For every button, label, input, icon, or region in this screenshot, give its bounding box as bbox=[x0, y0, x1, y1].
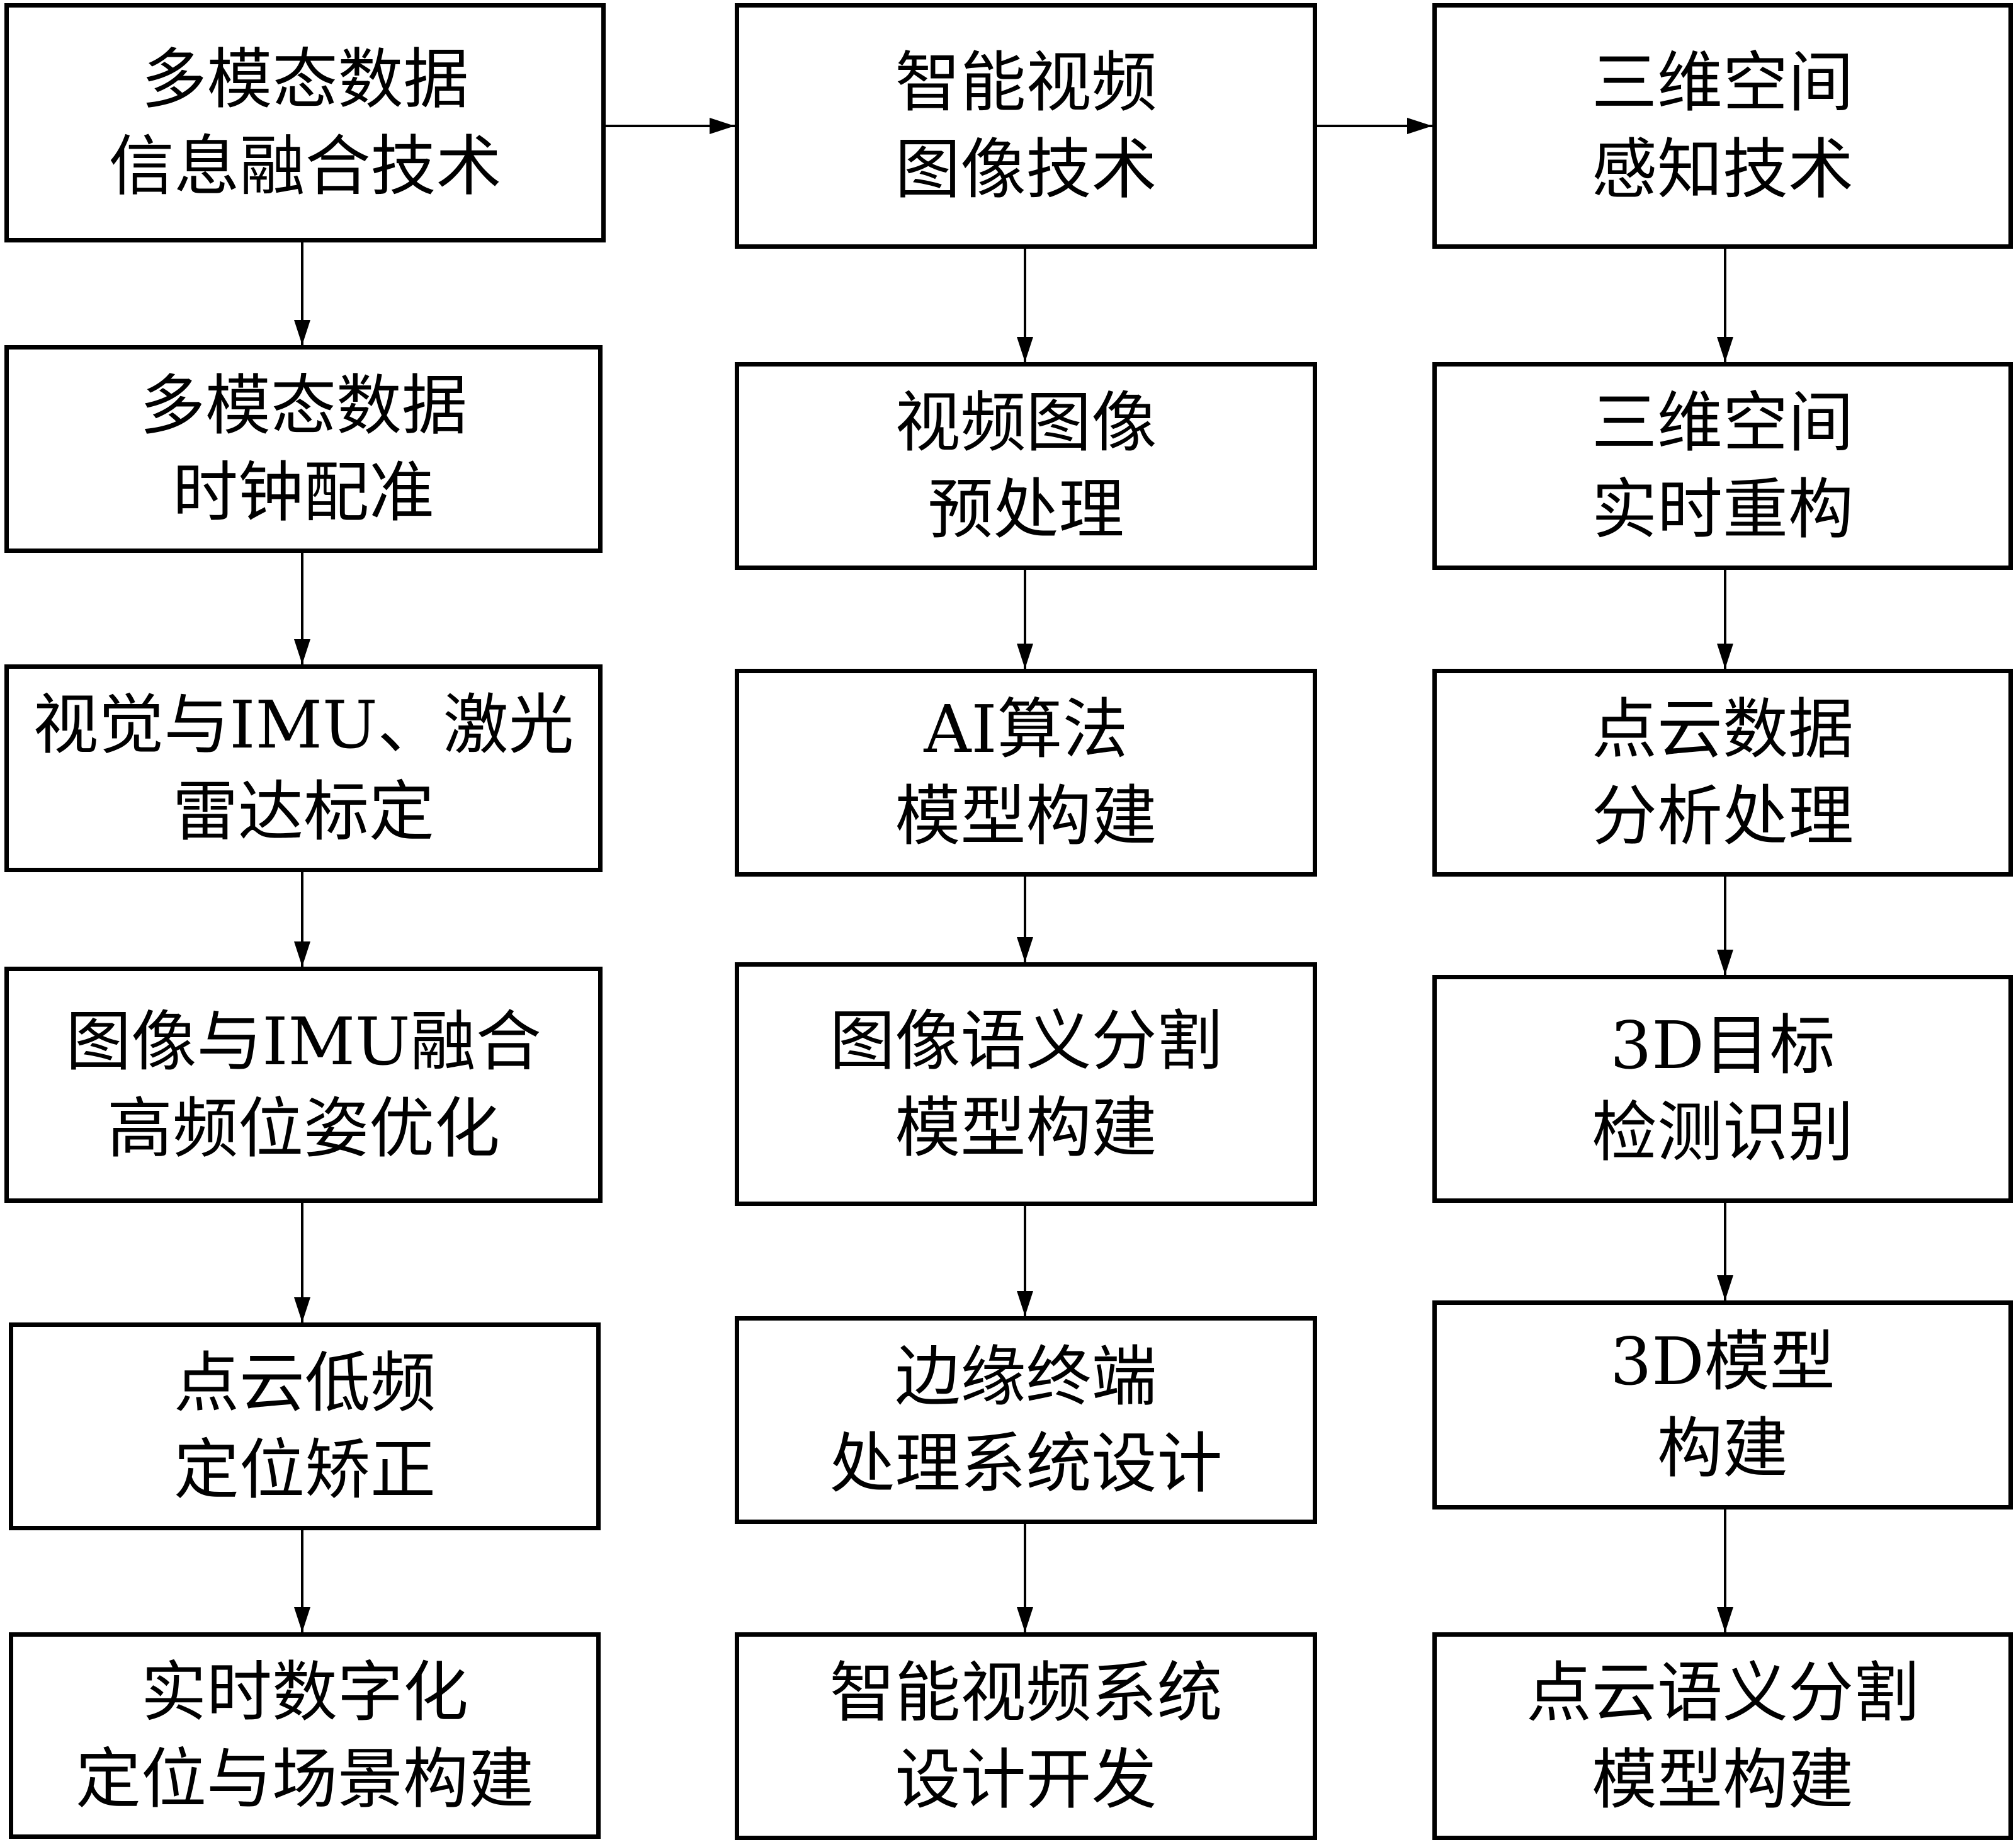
box-col3-1-line2: 感知技术 bbox=[1591, 131, 1854, 208]
box-col2-2: 视频图像 预处理 bbox=[735, 362, 1317, 570]
box-col3-3-line1: 点云数据 bbox=[1591, 691, 1854, 768]
box-col3-5: 3D模型 构建 bbox=[1432, 1300, 2013, 1509]
box-col2-5-line1: 边缘终端 bbox=[895, 1338, 1157, 1415]
box-col2-6-line2: 设计开发 bbox=[895, 1741, 1157, 1818]
box-col3-4-line2: 检测识别 bbox=[1591, 1094, 1854, 1171]
box-col1-1-line2: 信息融合技术 bbox=[108, 128, 502, 205]
arrowhead-col3-4-5 bbox=[1717, 1275, 1733, 1300]
box-col1-4: 图像与IMU融合 高频位姿优化 bbox=[4, 967, 603, 1203]
box-col3-1-line1: 三维空间 bbox=[1591, 44, 1854, 121]
box-col2-1-line1: 智能视频 bbox=[895, 44, 1157, 121]
arrowhead-col1-5-6 bbox=[294, 1607, 310, 1632]
box-col1-3-line1: 视觉与IMU、激光 bbox=[33, 686, 574, 763]
box-col2-4: 图像语义分割 模型构建 bbox=[735, 962, 1317, 1206]
box-col3-1: 三维空间 感知技术 bbox=[1432, 3, 2013, 249]
box-col2-3: AI算法 模型构建 bbox=[735, 669, 1317, 877]
arrowhead-col3-5-6 bbox=[1717, 1607, 1733, 1632]
box-col1-4-line2: 高频位姿优化 bbox=[106, 1089, 500, 1167]
box-col3-5-line2: 构建 bbox=[1656, 1410, 1788, 1487]
box-col3-6-line1: 点云语义分割 bbox=[1526, 1654, 1919, 1731]
box-col1-2: 多模态数据 时钟配准 bbox=[4, 345, 603, 553]
box-col1-2-line2: 时钟配准 bbox=[172, 454, 434, 531]
box-col3-6: 点云语义分割 模型构建 bbox=[1432, 1632, 2013, 1840]
box-col2-4-line2: 模型构建 bbox=[895, 1089, 1157, 1166]
box-col3-4: 3D目标 检测识别 bbox=[1432, 975, 2013, 1203]
box-col3-2: 三维空间 实时重构 bbox=[1432, 362, 2013, 570]
box-col2-3-line1: AI算法 bbox=[924, 691, 1128, 768]
box-col1-5-line2: 定位矫正 bbox=[173, 1431, 436, 1508]
arrowheads bbox=[294, 118, 1733, 1632]
box-col1-3-line2: 雷达标定 bbox=[172, 773, 434, 850]
box-col3-6-line2: 模型构建 bbox=[1591, 1741, 1854, 1818]
box-col1-5-line1: 点云低频 bbox=[173, 1345, 436, 1421]
arrowhead-col1-3-4 bbox=[294, 941, 310, 967]
box-col1-6-line1: 实时数字化 bbox=[140, 1654, 468, 1731]
arrowhead-col1-to-col2 bbox=[710, 118, 735, 134]
box-col3-2-line1: 三维空间 bbox=[1591, 384, 1854, 461]
box-col1-5: 点云低频 定位矫正 bbox=[9, 1322, 601, 1530]
box-col1-6-line2: 定位与场景构建 bbox=[75, 1741, 534, 1817]
box-col3-4-line1: 3D目标 bbox=[1610, 1007, 1835, 1084]
arrowhead-col2-4-5 bbox=[1017, 1291, 1033, 1316]
arrowhead-col1-1-2 bbox=[294, 320, 310, 345]
arrowhead-col3-3-4 bbox=[1717, 950, 1733, 975]
arrowhead-col3-2-3 bbox=[1717, 644, 1733, 669]
box-col1-4-line1: 图像与IMU融合 bbox=[65, 1003, 541, 1080]
box-col2-6: 智能视频系统 设计开发 bbox=[735, 1632, 1317, 1840]
arrowhead-col2-3-4 bbox=[1017, 937, 1033, 962]
box-col2-5: 边缘终端 处理系统设计 bbox=[735, 1316, 1317, 1524]
arrowhead-col3-1-2 bbox=[1717, 337, 1733, 362]
arrowhead-col2-1-2 bbox=[1017, 337, 1033, 362]
box-col2-2-line1: 视频图像 bbox=[895, 384, 1157, 461]
box-col2-4-line1: 图像语义分割 bbox=[829, 1002, 1223, 1079]
box-col2-5-line2: 处理系统设计 bbox=[829, 1425, 1223, 1502]
box-col1-3: 视觉与IMU、激光 雷达标定 bbox=[4, 664, 603, 872]
arrowhead-col2-5-6 bbox=[1017, 1607, 1033, 1632]
arrowhead-col1-4-5 bbox=[294, 1297, 310, 1322]
box-col2-2-line2: 预处理 bbox=[927, 471, 1124, 548]
box-col2-3-line2: 模型构建 bbox=[895, 778, 1157, 855]
arrowhead-col2-to-col3 bbox=[1407, 118, 1432, 134]
arrowhead-col1-2-3 bbox=[294, 639, 310, 664]
box-col1-1: 多模态数据 信息融合技术 bbox=[4, 3, 606, 242]
box-col1-6: 实时数字化 定位与场景构建 bbox=[9, 1632, 601, 1839]
box-col1-1-line1: 多模态数据 bbox=[141, 41, 469, 118]
arrowhead-col2-2-3 bbox=[1017, 644, 1033, 669]
box-col3-3-line2: 分析处理 bbox=[1591, 778, 1854, 855]
box-col3-5-line1: 3D模型 bbox=[1610, 1323, 1835, 1400]
box-col3-2-line2: 实时重构 bbox=[1591, 471, 1854, 548]
box-col1-2-line1: 多模态数据 bbox=[139, 367, 467, 444]
box-col2-1: 智能视频 图像技术 bbox=[735, 3, 1317, 249]
box-col2-1-line2: 图像技术 bbox=[895, 131, 1157, 208]
box-col3-3: 点云数据 分析处理 bbox=[1432, 669, 2013, 877]
box-col2-6-line1: 智能视频系统 bbox=[829, 1654, 1223, 1731]
